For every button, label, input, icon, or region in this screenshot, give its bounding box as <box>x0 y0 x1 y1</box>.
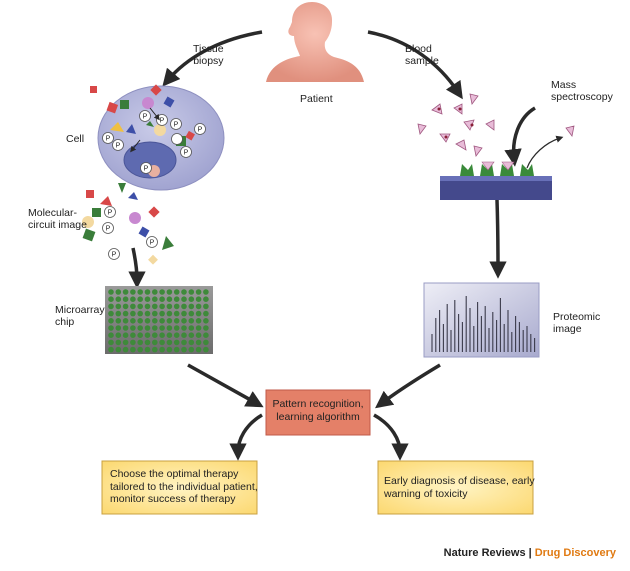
pattern-recognition-text: Pattern recognition, learning algorithm <box>272 398 364 423</box>
phospho-label: P <box>144 166 149 173</box>
arrow-pattern-to-diagnosis <box>373 413 409 461</box>
phospho-label: P <box>174 122 179 129</box>
phospho-label: P <box>160 118 165 125</box>
patient-silhouette-icon <box>266 2 364 82</box>
blood-sample-label: Blood sample <box>405 43 439 67</box>
microarray-chip-label: Microarray chip <box>55 304 105 328</box>
therapy-text: Choose the optimal therapy tailored to t… <box>110 468 258 505</box>
footer-separator: | <box>528 547 532 559</box>
arrow-pattern-to-therapy <box>229 413 263 461</box>
peptide-triangles-icon <box>417 93 575 157</box>
phospho-label: P <box>198 127 203 134</box>
phospho-label: P <box>150 240 155 247</box>
molecular-circuit-label: Molecular- circuit image <box>28 207 87 231</box>
arrow-chip-to-pattern <box>187 363 264 408</box>
diagnosis-text: Early diagnosis of disease, early warnin… <box>384 475 535 500</box>
footer-brand: Nature Reviews <box>443 547 526 559</box>
pattern-recognition-box-bg <box>265 389 371 436</box>
phospho-label: P <box>112 252 117 259</box>
footer-journal: Drug Discovery <box>534 547 616 559</box>
arrow-proteomic-to-pattern <box>374 363 441 409</box>
cell-label: Cell <box>66 133 85 145</box>
patient-label: Patient <box>300 93 333 105</box>
therapy-box-bg <box>101 460 258 515</box>
mass-spectroscopy-label: Mass spectroscopy <box>551 79 613 103</box>
arrow-mass-spec-in <box>504 106 536 167</box>
proteomic-image-label: Proteomic image <box>553 311 601 335</box>
phospho-label: P <box>116 143 121 150</box>
arrow-patient-to-blood <box>367 30 463 100</box>
arrow-patient-to-cell <box>162 30 263 87</box>
phospho-label: P <box>143 114 148 121</box>
microarray-chip-icon <box>105 286 213 354</box>
protein-chip-icon <box>440 161 552 200</box>
proteomic-spectrum-icon <box>423 282 540 358</box>
phospho-label: P <box>108 210 113 217</box>
diagnosis-box-bg <box>377 460 534 515</box>
tissue-biopsy-label: Tissue biopsy <box>193 43 224 67</box>
arrow-cell-to-chip <box>128 247 146 289</box>
phospho-label: P <box>184 150 189 157</box>
footer-credit: Nature Reviews|Drug Discovery <box>444 547 616 559</box>
phospho-label: P <box>106 136 111 143</box>
molecular-circuit-illustration: P P P P <box>82 183 174 265</box>
cell-illustration: P P P P P P P P <box>90 84 225 191</box>
arrow-blood-to-proteomic <box>489 199 507 279</box>
phospho-label: P <box>106 226 111 233</box>
arrow-mass-spec-out <box>526 135 564 169</box>
